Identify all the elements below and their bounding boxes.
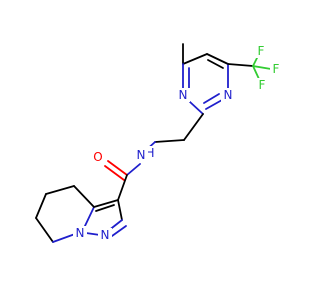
nitrogen-label: N	[137, 148, 146, 162]
atom-amide-n: N	[134, 148, 148, 162]
oxygen-label: O	[93, 150, 102, 164]
bond-c4-cf3	[227, 63, 254, 67]
fluorine-label: F	[273, 62, 280, 76]
bond-c3-c4	[93, 199, 119, 208]
bond-c5-c4-double	[207, 59, 224, 69]
bond-n1-c4	[83, 206, 95, 229]
bond-c6-c7	[35, 193, 47, 219]
molecule-structure: F F F N N H N O	[35, 43, 282, 243]
bond-c8-n1	[52, 233, 76, 243]
fluorine-label: F	[258, 44, 265, 58]
bonds	[35, 43, 272, 243]
bond-c-f1	[252, 65, 272, 70]
bond-n-c	[126, 163, 141, 176]
atom-pyrazole-n2: N	[98, 228, 112, 242]
bond-c-o	[107, 160, 128, 176]
bond-c5-c4	[206, 53, 229, 65]
atom-pyrazole-n1: N	[73, 226, 87, 240]
bond-c3-c4-double	[95, 204, 115, 212]
bond-ch2a-ch2b	[154, 139, 185, 143]
nitrogen-label: N	[76, 226, 85, 240]
bond-n2-n1	[85, 232, 101, 236]
bond-c7-c8	[35, 217, 54, 243]
atom-carbonyl-o: O	[91, 150, 105, 164]
hydrogen-label: H	[145, 146, 154, 160]
atom-labels: F F F N N H N O	[73, 44, 282, 242]
atom-pyrimidine-n1: N	[176, 88, 190, 102]
nitrogen-label: N	[224, 88, 233, 102]
bond-c-f3	[252, 65, 260, 80]
bond-c3-c2	[117, 199, 123, 221]
bond-c2-ch2a	[183, 113, 204, 141]
bond-c6-c5	[182, 53, 208, 65]
nitrogen-label: N	[101, 228, 110, 242]
bond-c4-c5	[73, 185, 95, 208]
bond-n3-c2-double	[203, 93, 220, 104]
atom-f1: F	[270, 62, 282, 76]
atom-f2: F	[255, 44, 267, 58]
nitrogen-label: N	[179, 88, 188, 102]
bond-camide-c3	[117, 174, 128, 201]
atom-f3: F	[256, 78, 268, 92]
bond-c-o-double	[104, 165, 125, 181]
fluorine-label: F	[259, 78, 266, 92]
bond-n3-c2	[205, 99, 223, 110]
bond-c5-c6	[45, 185, 75, 195]
atom-pyrimidine-n3: N	[221, 88, 235, 102]
bond-c2-n2-double	[111, 225, 127, 237]
bond-c2-n1	[189, 101, 204, 115]
